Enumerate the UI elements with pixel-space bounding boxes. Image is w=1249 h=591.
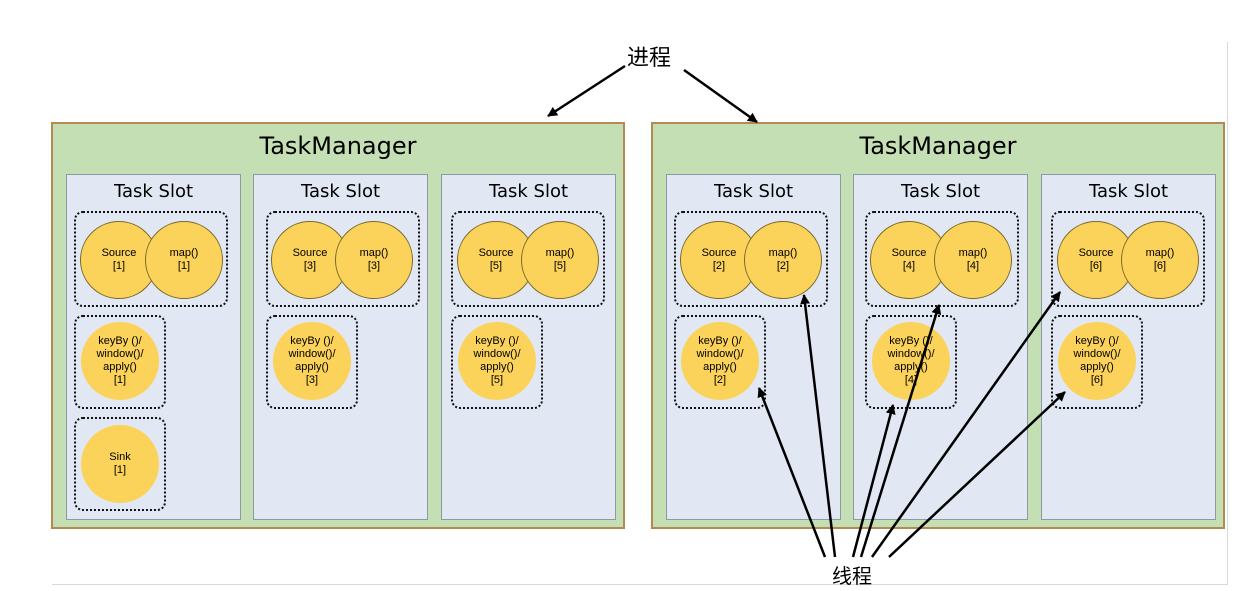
- task-slot-title: Task Slot: [1088, 181, 1169, 202]
- frame-bottom-line: [52, 584, 1228, 585]
- map-operator: map() [2]: [744, 221, 822, 299]
- task-slot-title: Task Slot: [900, 181, 981, 202]
- source-operator: Source [4]: [870, 221, 948, 299]
- task-slot-3: Task Slot Source [3] map() [3] keyBy ()/…: [253, 174, 428, 520]
- frame-right-line: [1227, 42, 1228, 585]
- window-operator: keyBy ()/ window()/ apply() [1]: [81, 322, 159, 400]
- task-slot-title: Task Slot: [300, 181, 381, 202]
- task-slot-title: Task Slot: [713, 181, 794, 202]
- window-operator: keyBy ()/ window()/ apply() [2]: [681, 322, 759, 400]
- process-label: 进程: [627, 45, 672, 70]
- thread-arrow: [859, 304, 942, 558]
- task-manager-1: TaskManager Task Slot Source [1] map() […: [51, 122, 625, 529]
- source-map-chain-group: [451, 211, 605, 307]
- window-group: [451, 315, 543, 409]
- source-map-chain-group: [1051, 211, 1205, 307]
- window-operator: keyBy ()/ window()/ apply() [6]: [1058, 322, 1136, 400]
- window-group: [74, 315, 166, 409]
- thread-arrow: [800, 294, 837, 558]
- process-arrow-right: [683, 68, 758, 124]
- window-group: [674, 315, 766, 409]
- window-group: [865, 315, 957, 409]
- map-operator: map() [1]: [145, 221, 223, 299]
- map-operator: map() [5]: [521, 221, 599, 299]
- task-manager-title: TaskManager: [259, 132, 417, 160]
- thread-label: 线程: [832, 566, 872, 588]
- task-slot-1: Task Slot Source [1] map() [1] keyBy ()/…: [66, 174, 241, 520]
- task-slot-6: Task Slot Source [6] map() [6] keyBy ()/…: [1041, 174, 1216, 520]
- thread-arrow: [851, 404, 896, 558]
- source-map-chain-group: [865, 211, 1019, 307]
- map-operator: map() [6]: [1121, 221, 1199, 299]
- source-operator: Source [3]: [271, 221, 349, 299]
- task-slot-5: Task Slot Source [5] map() [5] keyBy ()/…: [441, 174, 616, 520]
- source-map-chain-group: [266, 211, 420, 307]
- task-slot-title: Task Slot: [113, 181, 194, 202]
- task-slot-2: Task Slot Source [2] map() [2] keyBy ()/…: [666, 174, 841, 520]
- window-group: [266, 315, 358, 409]
- process-arrow-left: [547, 64, 626, 118]
- sink-group: [74, 417, 166, 511]
- source-map-chain-group: [674, 211, 828, 307]
- task-manager-title: TaskManager: [859, 132, 1017, 160]
- thread-arrow: [757, 387, 827, 558]
- source-map-chain-group: [74, 211, 228, 307]
- task-manager-2: TaskManager Task Slot Source [2] map() […: [651, 122, 1225, 529]
- map-operator: map() [4]: [934, 221, 1012, 299]
- window-operator: keyBy ()/ window()/ apply() [3]: [273, 322, 351, 400]
- task-slot-title: Task Slot: [488, 181, 569, 202]
- thread-arrow: [888, 391, 1066, 558]
- map-operator: map() [3]: [335, 221, 413, 299]
- window-group: [1051, 315, 1143, 409]
- thread-arrow: [870, 291, 1062, 558]
- sink-operator: Sink [1]: [81, 425, 159, 503]
- window-operator: keyBy ()/ window()/ apply() [5]: [458, 322, 536, 400]
